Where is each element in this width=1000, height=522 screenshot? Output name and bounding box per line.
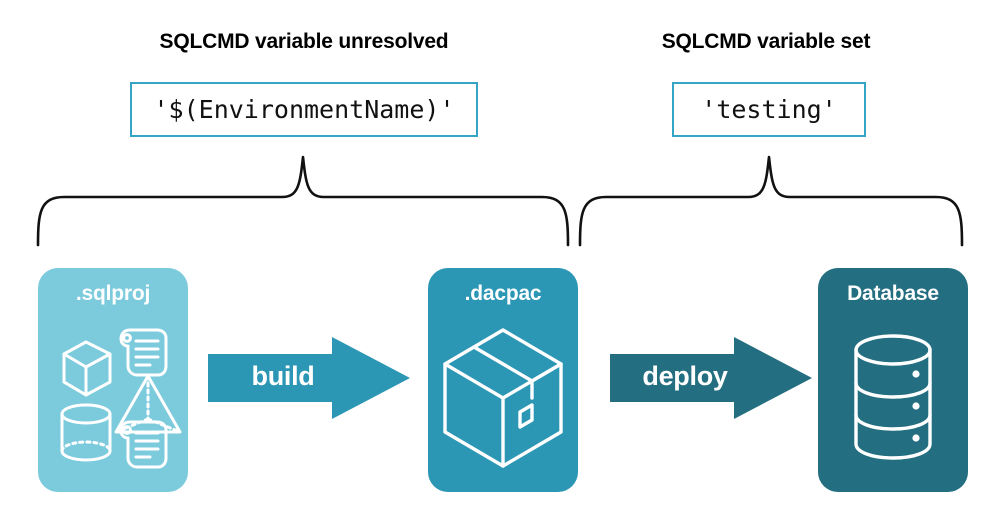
arrow-build-shape	[208, 337, 410, 419]
arrow-deploy: deploy	[610, 337, 812, 419]
brace-right	[578, 155, 964, 247]
panel-title-sqlproj: .sqlproj	[75, 282, 151, 305]
script-scroll-icon	[119, 328, 168, 377]
arrow-deploy-shape	[610, 337, 812, 419]
panel-sqlproj: .sqlproj	[38, 268, 188, 492]
sqlproj-artwork	[60, 328, 182, 469]
database-cylinder-icon	[854, 334, 932, 460]
script-scroll-icon	[119, 420, 168, 469]
heading-sqlcmd-variable-set: SQLCMD variable set	[661, 30, 871, 53]
cylinder-icon	[60, 403, 112, 462]
panel-title-dacpac: .dacpac	[464, 282, 542, 305]
code-box-testing: 'testing'	[672, 82, 866, 137]
panel-title-database: Database	[847, 282, 939, 305]
arrow-build: build	[208, 337, 410, 419]
database-artwork	[854, 334, 932, 460]
package-box-icon	[443, 328, 563, 468]
panel-database: Database	[818, 268, 968, 492]
dacpac-artwork	[443, 328, 563, 468]
panel-dacpac: .dacpac	[428, 268, 578, 492]
cube-icon	[62, 340, 112, 397]
heading-sqlcmd-variable-unresolved: SQLCMD variable unresolved	[159, 30, 449, 53]
code-box-environment-name: '$(EnvironmentName)'	[130, 82, 478, 137]
brace-left	[36, 155, 570, 247]
